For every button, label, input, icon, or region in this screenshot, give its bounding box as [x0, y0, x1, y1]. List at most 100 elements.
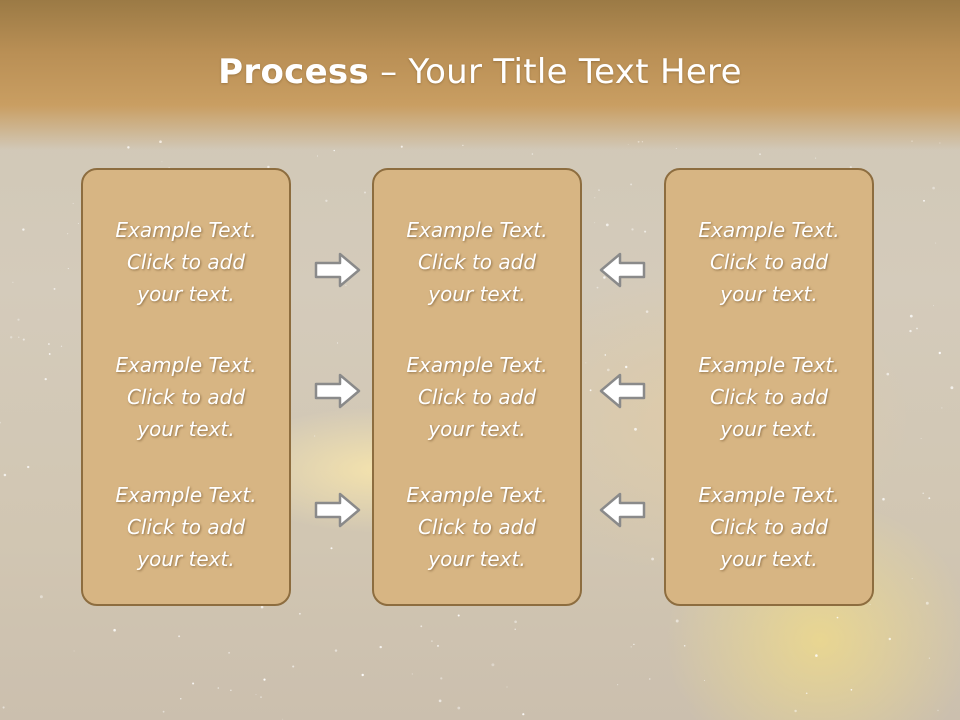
star [192, 682, 195, 685]
star [916, 327, 918, 330]
star [935, 242, 937, 244]
star [522, 713, 525, 716]
star [596, 286, 599, 289]
text-line: Click to add [709, 250, 829, 274]
star [361, 673, 364, 677]
star [162, 710, 165, 713]
text-line: Click to add [126, 385, 246, 409]
star [849, 166, 852, 169]
star [605, 223, 609, 227]
star [457, 614, 460, 617]
star [950, 386, 954, 390]
text-placeholder[interactable]: Example Text. Click to add your text. [83, 214, 289, 310]
star [431, 640, 433, 642]
star [594, 222, 596, 224]
arrow-left-icon [599, 252, 646, 288]
text-line: your text. [720, 417, 818, 441]
star [649, 678, 651, 680]
text-line: your text. [428, 417, 526, 441]
star [920, 437, 922, 439]
star [886, 372, 890, 376]
text-line: Example Text. [406, 218, 548, 242]
star [292, 665, 295, 668]
text-line: Click to add [417, 250, 537, 274]
star [282, 718, 284, 720]
star [12, 281, 14, 283]
title-rest-text: – Your Title Text Here [369, 52, 742, 92]
text-placeholder[interactable]: Example Text. Click to add your text. [83, 479, 289, 575]
star [911, 578, 913, 580]
star [928, 657, 931, 659]
process-box-left[interactable]: Example Text. Click to add your text. Ex… [81, 168, 291, 606]
star [514, 620, 517, 624]
text-placeholder[interactable]: Example Text. Click to add your text. [666, 479, 872, 575]
text-line: Click to add [417, 385, 537, 409]
star [805, 692, 808, 695]
star [67, 268, 69, 270]
star [850, 688, 853, 691]
arrow-left-icon [599, 373, 646, 409]
star [39, 595, 43, 599]
star [438, 699, 442, 703]
star [603, 276, 606, 279]
star [73, 650, 75, 652]
text-placeholder[interactable]: Example Text. Click to add your text. [666, 349, 872, 445]
star [77, 222, 79, 224]
text-placeholder[interactable]: Example Text. Click to add your text. [83, 349, 289, 445]
star [937, 709, 939, 712]
star [594, 197, 596, 199]
text-line: Click to add [709, 385, 829, 409]
star [882, 497, 885, 501]
star [932, 186, 935, 190]
star [48, 353, 51, 355]
star [330, 547, 333, 550]
star [491, 663, 495, 667]
process-box-right[interactable]: Example Text. Click to add your text. Ex… [664, 168, 874, 606]
star [651, 557, 655, 561]
star [634, 427, 637, 431]
star [925, 601, 929, 605]
star [630, 183, 633, 186]
text-line: your text. [137, 547, 235, 571]
star [815, 654, 818, 657]
text-placeholder[interactable]: Example Text. Click to add your text. [374, 479, 580, 575]
star [60, 345, 63, 347]
star [345, 284, 347, 287]
star [2, 706, 5, 709]
star [263, 678, 266, 681]
star [617, 684, 619, 686]
star [420, 625, 423, 628]
star [22, 228, 25, 231]
star [436, 644, 440, 647]
star [624, 365, 628, 369]
star [633, 643, 635, 646]
star [48, 343, 50, 345]
star [869, 603, 871, 605]
text-placeholder[interactable]: Example Text. Click to add your text. [374, 349, 580, 445]
text-line: Click to add [709, 515, 829, 539]
star [923, 199, 925, 202]
star [337, 342, 339, 344]
slide-title[interactable]: Process – Your Title Text Here [0, 52, 960, 92]
title-bar [0, 0, 960, 150]
star [27, 465, 30, 469]
text-line: Example Text. [698, 483, 840, 507]
text-line: Example Text. [115, 483, 257, 507]
star [53, 287, 56, 290]
star [909, 329, 912, 333]
star [683, 645, 686, 647]
text-placeholder[interactable]: Example Text. Click to add your text. [374, 214, 580, 310]
star [10, 336, 13, 339]
arrow-right-icon [314, 252, 361, 288]
star [255, 694, 257, 696]
star [585, 362, 587, 364]
star [506, 686, 508, 688]
text-placeholder[interactable]: Example Text. Click to add your text. [666, 214, 872, 310]
star [836, 616, 839, 619]
process-box-center[interactable]: Example Text. Click to add your text. Ex… [372, 168, 582, 606]
star [72, 202, 74, 205]
star [334, 649, 338, 652]
star [316, 155, 318, 157]
star [113, 628, 116, 632]
star [217, 687, 220, 689]
